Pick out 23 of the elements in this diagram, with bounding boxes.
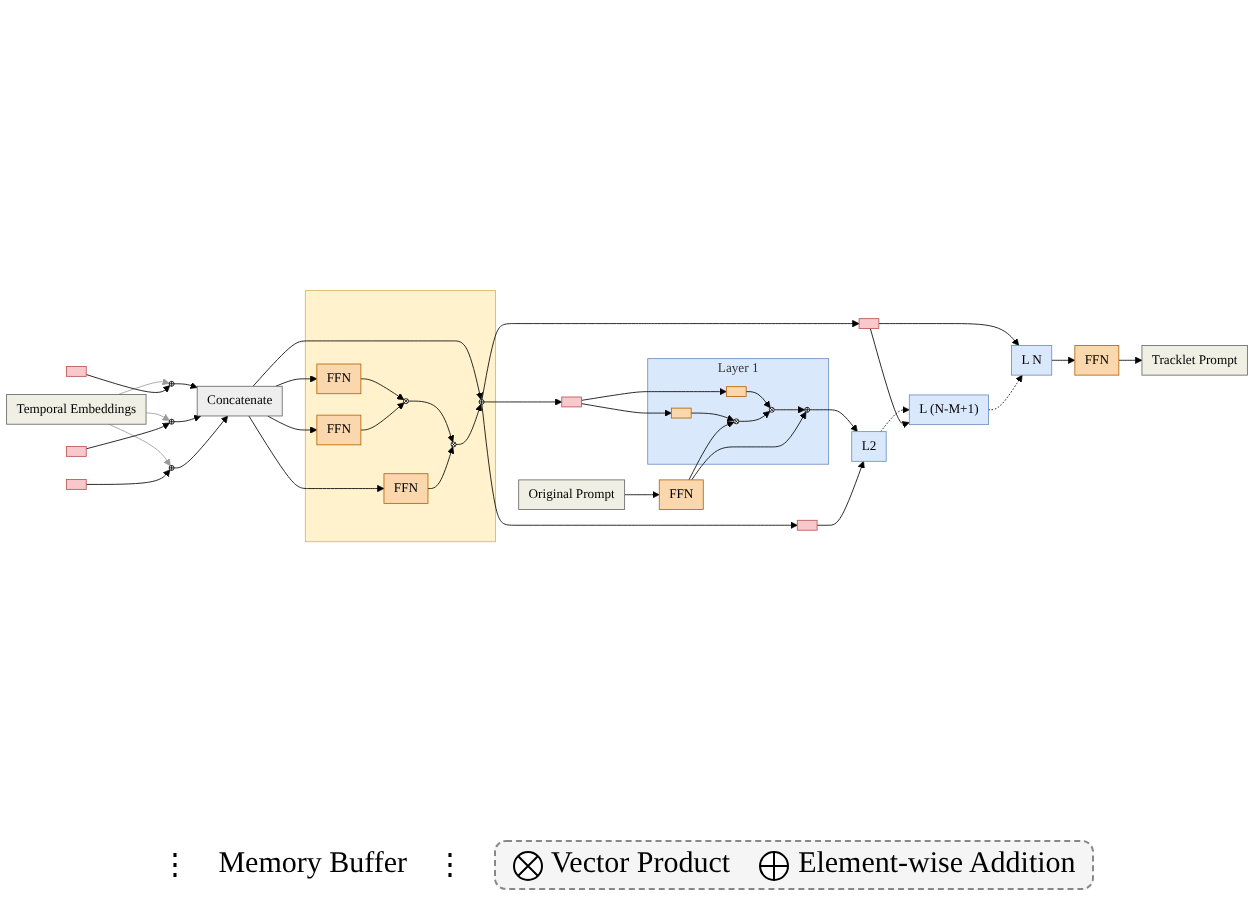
operator-circle xyxy=(804,406,811,413)
feature-cube xyxy=(796,519,818,531)
operator-circle xyxy=(168,464,175,471)
operator-circle xyxy=(450,441,457,448)
operator-circle xyxy=(168,418,175,425)
feature-cube xyxy=(66,365,87,377)
feature-cube xyxy=(858,318,880,329)
ffn-box xyxy=(725,386,747,397)
note-label: ⋮ xyxy=(160,848,191,884)
operator-circle xyxy=(403,398,409,404)
operator-circle xyxy=(478,398,485,405)
note-label: ⋮ xyxy=(435,848,465,884)
feature-cube xyxy=(66,445,87,457)
note-label: Memory Buffer xyxy=(218,848,407,882)
legend-label: Vector Product xyxy=(551,848,731,882)
operator-circle xyxy=(733,418,740,425)
feature-cube xyxy=(561,396,582,408)
operator-circle xyxy=(768,406,775,413)
ffn-box xyxy=(670,407,692,419)
feature-cube xyxy=(66,478,87,490)
legend-label: Element-wise Addition xyxy=(798,848,1076,882)
operator-circle xyxy=(168,380,175,387)
group-panel xyxy=(304,290,496,542)
